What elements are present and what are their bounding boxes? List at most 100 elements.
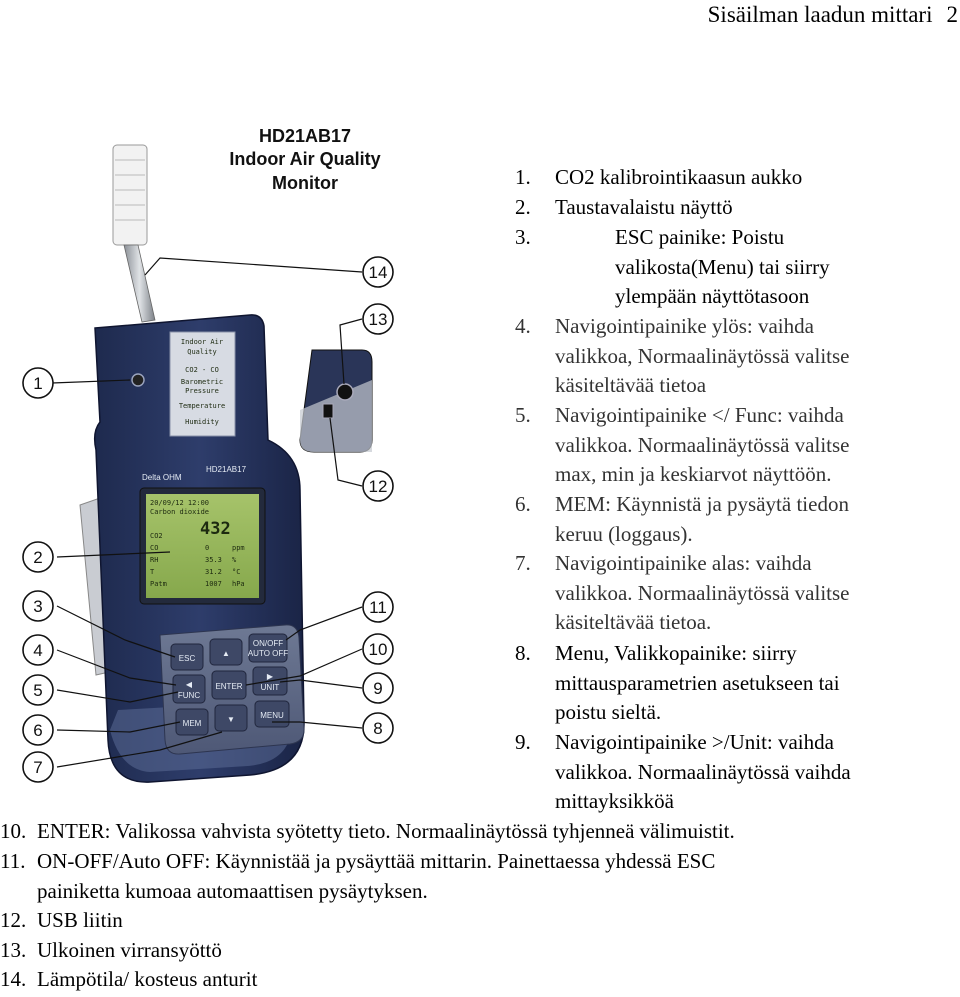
mem-button[interactable]: MEM — [175, 708, 209, 736]
list-item-text: valikkoa. Normaalinäytössä vaihda — [555, 759, 851, 784]
screen-row-3-label: RH — [150, 556, 158, 564]
label-line-4: Barometric — [181, 378, 223, 386]
list-item-number: 10. — [0, 819, 27, 843]
list-item-number: 12. — [0, 908, 27, 932]
list-item-number: 13. — [0, 938, 27, 962]
down-button[interactable]: ▼ — [214, 704, 248, 732]
screen-row-4-unit: °C — [232, 568, 240, 576]
screen-row-5-label: Patm — [150, 580, 167, 588]
list-item-number: 7. — [515, 551, 531, 575]
list-item-text: Navigointipainike </ Func: vaihda — [555, 403, 844, 427]
list-item-text: max, min ja keskiarvot näyttöön. — [555, 462, 832, 487]
list-item-text: CO2 kalibrointikaasun aukko — [555, 165, 803, 189]
callout-9: 9 — [362, 672, 394, 704]
list-item-text: Navigointipainike >/Unit: vaihda — [555, 730, 834, 754]
list-item-text: poistu sieltä. — [555, 700, 662, 725]
list-item-text: ylempään näyttötasoon — [615, 284, 810, 309]
list-item: 8. Menu, Valikkopainike: siirry mittausp… — [515, 639, 840, 728]
callout-4-label: 4 — [33, 641, 42, 660]
screen-row-2-label: CO — [150, 544, 158, 552]
figure-title-line-1: HD21AB17 — [259, 126, 351, 146]
callout-7-label: 7 — [33, 758, 42, 777]
list-item: 1. CO2 kalibrointikaasun aukko — [515, 163, 802, 193]
list-item: 3. ESC painike: Poistu valikosta(Menu) t… — [515, 223, 830, 312]
list-item-number: 9. — [515, 730, 531, 754]
callout-4: 4 — [22, 634, 54, 666]
list-item-number: 8. — [515, 641, 531, 665]
list-item: 5. Navigointipainike </ Func: vaihda val… — [515, 401, 850, 490]
screen-subheader: Carbon dioxide — [150, 508, 209, 516]
left-func-button[interactable]: ◀ FUNC — [172, 674, 206, 704]
unit-key-label: UNIT — [261, 683, 280, 692]
keypad: ESC ▲ ON/OFF AUTO OFF ◀ FUNC ENTER ▶ UNI… — [159, 624, 305, 755]
down-arrow-icon: ▼ — [227, 715, 235, 724]
label-line-1: Indoor Air — [181, 338, 223, 346]
list-item-text: Lämpötila/ kosteus anturit — [37, 967, 258, 991]
label-line-5: Pressure — [185, 387, 219, 395]
callout-9-label: 9 — [373, 679, 382, 698]
enter-button[interactable]: ENTER — [211, 670, 247, 700]
up-button[interactable]: ▲ — [209, 638, 243, 666]
callout-2: 2 — [22, 541, 54, 573]
list-item-number: 3. — [515, 225, 531, 249]
callout-2-label: 2 — [33, 548, 42, 567]
menu-button[interactable]: MENU — [254, 700, 290, 728]
callout-8: 8 — [362, 712, 394, 744]
label-line-6: Temperature — [179, 402, 225, 410]
list-item-number: 1. — [515, 165, 531, 189]
list-item-text: Navigointipainike alas: vaihda — [555, 551, 812, 575]
device-illustration: HD21AB17 Indoor Air Quality Monitor Indo… — [22, 126, 394, 783]
callout-13-label: 13 — [369, 310, 388, 329]
callout-13: 13 — [362, 303, 394, 335]
callout-12: 12 — [362, 470, 394, 502]
callout-3-label: 3 — [33, 597, 42, 616]
list-item: 2. Taustavalaistu näyttö — [515, 193, 733, 223]
esc-key-label: ESC — [179, 654, 196, 663]
list-item-text: valikkoa, Normaalinäytössä valitse — [555, 343, 850, 368]
list-item-text: valikosta(Menu) tai siirry — [615, 254, 830, 279]
screen-row-3-value: 35.3 — [205, 556, 222, 564]
list-item: 6. MEM: Käynnistä ja pysäytä tiedon keru… — [515, 490, 849, 549]
side-connector-inset — [299, 349, 373, 453]
callout-12-label: 12 — [369, 477, 388, 496]
list-item-text: Menu, Valikkopainike: siirry — [555, 641, 797, 665]
calibration-port — [131, 373, 145, 387]
on-off-button[interactable]: ON/OFF AUTO OFF — [248, 633, 288, 663]
esc-button[interactable]: ESC — [170, 643, 204, 671]
temperature-humidity-probe — [112, 144, 156, 323]
auto-off-key-label: AUTO OFF — [248, 649, 288, 658]
device-model: HD21AB17 — [206, 465, 247, 474]
label-line-3: CO2 - CO — [185, 366, 219, 374]
screen-row-4-value: 31.2 — [205, 568, 222, 576]
screen-row-5-unit: hPa — [232, 580, 245, 588]
screen-row-2-unit: ppm — [232, 544, 245, 552]
callout-11-label: 11 — [369, 598, 387, 617]
usb-port-icon — [322, 403, 334, 419]
list-item-text: Taustavalaistu näyttö — [555, 195, 733, 219]
up-arrow-icon: ▲ — [222, 649, 230, 658]
list-item: 10. ENTER: Valikossa vahvista syötetty t… — [0, 817, 735, 847]
callout-10: 10 — [362, 633, 394, 665]
list-item-number: 11. — [0, 849, 26, 873]
list-item-text: mittausparametrien asetukseen tai — [555, 670, 840, 695]
page-number: 2 — [946, 2, 959, 27]
list-item: 7. Navigointipainike alas: vaihda valikk… — [515, 549, 850, 638]
list-item-text: ON-OFF/Auto OFF: Käynnistää ja pysäyttää… — [37, 849, 716, 873]
callout-3: 3 — [22, 590, 54, 622]
list-item-text: valikkoa. Normaalinäytössä valitse — [555, 432, 850, 457]
list-item-text: ESC painike: Poistu — [615, 225, 785, 249]
callout-5-label: 5 — [33, 681, 42, 700]
list-item: 14. Lämpötila/ kosteus anturit — [0, 965, 257, 995]
list-item: 11. ON-OFF/Auto OFF: Käynnistää ja pysäy… — [0, 847, 715, 906]
list-item-text: käsiteltävää tietoa. — [555, 610, 712, 635]
callout-1: 1 — [22, 367, 54, 399]
device-label-panel: Indoor Air Quality CO2 - CO Barometric P… — [169, 331, 236, 437]
screen-row-2-value: 0 — [205, 544, 209, 552]
list-item-text: painiketta kumoaa automaattisen pysäytyk… — [37, 878, 428, 903]
callout-5: 5 — [22, 674, 54, 706]
list-item-text: keruu (loggaus). — [555, 521, 693, 546]
list-item-text: USB liitin — [37, 908, 123, 932]
label-line-7: Humidity — [185, 418, 219, 426]
figure-title-line-3: Monitor — [272, 173, 338, 193]
